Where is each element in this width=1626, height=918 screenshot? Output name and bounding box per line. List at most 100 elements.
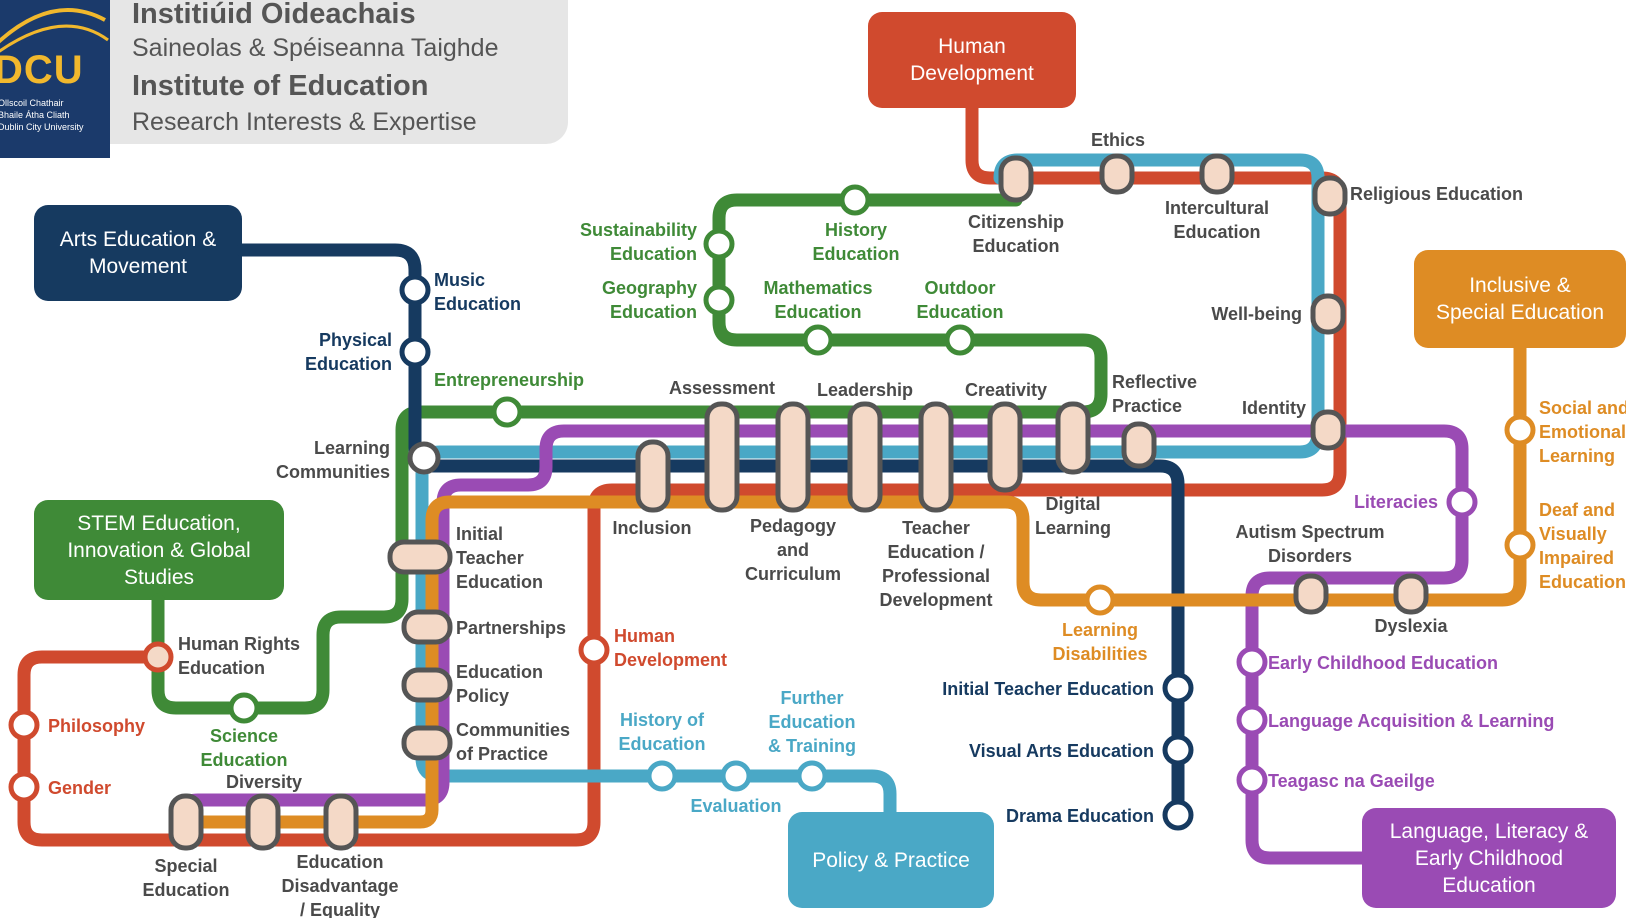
- logo-line-1: Ollscoil Chathair: [0, 98, 64, 108]
- station-learning-communities: [407, 441, 441, 475]
- station-label-language-acquisition-learning: Language Acquisition & Learning: [1268, 711, 1554, 731]
- logo-line-2: Bhaile Átha Cliath: [0, 110, 70, 120]
- station-literacies: [1446, 486, 1478, 518]
- station-label-evaluation: Evaluation: [690, 796, 781, 816]
- station-capsule-reflective: [1121, 421, 1157, 469]
- station-further-ed: [796, 760, 828, 792]
- station-label-literacies: Literacies: [1354, 492, 1438, 512]
- station-capsule-inclusion: [635, 439, 671, 513]
- station-label-religious-education: Religious Education: [1350, 184, 1523, 204]
- station-history-of-ed: [646, 760, 678, 792]
- station-label-philosophy: Philosophy: [48, 716, 145, 736]
- line-inclusive-orange: [173, 341, 1527, 829]
- station-label-assessment: Assessment: [669, 378, 775, 398]
- station-label-dyslexia: Dyslexia: [1374, 616, 1448, 636]
- station-capsule-ethics: [1099, 153, 1135, 195]
- subtitle-irish: Saineolas & Spéiseanna Taighde: [132, 34, 499, 62]
- station-capsule-pedagogy: [775, 401, 811, 513]
- station-label-well-being: Well-being: [1211, 304, 1302, 324]
- box-inclusive-education: Inclusive & Special Education: [1414, 250, 1626, 348]
- station-capsule-ed-policy: [401, 667, 453, 703]
- line-stem-green: [151, 193, 1108, 715]
- box-language-literacy: Language, Literacy & Early Childhood Edu…: [1362, 808, 1616, 908]
- station-mathematics: [802, 324, 834, 356]
- station-label-partnerships: Partnerships: [456, 618, 566, 638]
- station-capsule-wellbeing: [1310, 293, 1346, 335]
- station-capsule-intercultural: [1199, 153, 1235, 195]
- station-label-drama-education: Drama Education: [1006, 806, 1154, 826]
- station-capsule-leadership: [847, 401, 883, 513]
- station-capsule-identity: [1310, 409, 1346, 451]
- station-label-leadership: Leadership: [817, 380, 913, 400]
- station-capsule-citizenship: [998, 155, 1034, 203]
- station-language-acq: [1236, 704, 1268, 736]
- station-music-ed: [399, 274, 431, 306]
- station-capsule-disadvantage: [323, 793, 359, 851]
- logo-text: DCU: [0, 48, 84, 92]
- station-geography: [703, 284, 735, 316]
- station-label-entrepreneurship: Entrepreneurship: [434, 370, 584, 390]
- title-irish: Institiúid Oideachais: [132, 0, 416, 30]
- station-science-ed: [228, 692, 260, 724]
- station-capsule-special-ed: [168, 793, 204, 851]
- logo-line-3: Dublin City University: [0, 122, 84, 132]
- station-gender: [8, 771, 40, 803]
- station-philosophy: [8, 709, 40, 741]
- station-history-ed: [839, 184, 871, 216]
- station-capsule-digital: [1055, 401, 1091, 475]
- station-outdoor: [944, 324, 976, 356]
- station-label-early-childhood-education: Early Childhood Education: [1268, 653, 1498, 673]
- station-label-inclusion: Inclusion: [612, 518, 691, 538]
- station-visual-arts: [1162, 734, 1194, 766]
- station-learning-disabilities: [1084, 584, 1116, 616]
- station-ite-navy: [1162, 672, 1194, 704]
- box-stem-education: STEM Education, Innovation & Global Stud…: [34, 500, 284, 600]
- logo-swoosh-icon: [0, 8, 109, 53]
- station-capsule-ite: [387, 539, 453, 575]
- station-capsule-autism: [1293, 573, 1329, 615]
- station-label-initial-teacher-education-navy: Initial Teacher Education: [942, 679, 1154, 699]
- station-human-dev-red: [578, 634, 610, 666]
- station-label-visual-arts-education: Visual Arts Education: [969, 741, 1154, 761]
- station-label-diversity: Diversity: [226, 772, 302, 792]
- station-physical-ed: [399, 336, 431, 368]
- station-capsule-religious: [1312, 175, 1348, 217]
- station-label-ethics: Ethics: [1091, 130, 1145, 150]
- station-capsule-diversity: [245, 793, 281, 851]
- station-sustainability: [703, 228, 735, 260]
- station-capsule-cop: [401, 725, 453, 761]
- station-teagasc: [1236, 764, 1268, 796]
- station-label-teagasc-na-gaeilge: Teagasc na Gaeilge: [1268, 771, 1435, 791]
- station-social-emotional: [1504, 414, 1536, 446]
- station-capsule-partnerships: [401, 609, 453, 645]
- station-capsule-teacher-ed: [918, 401, 954, 513]
- title-english: Institute of Education: [132, 70, 429, 102]
- station-capsule-dyslexia: [1393, 573, 1429, 615]
- station-drama: [1162, 799, 1194, 831]
